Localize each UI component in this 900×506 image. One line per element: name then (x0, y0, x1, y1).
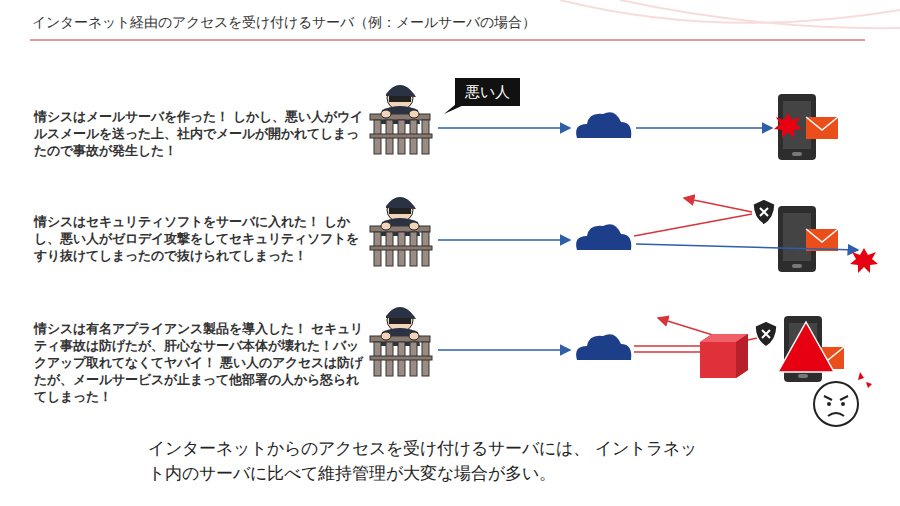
bubble-text: 悪い人 (465, 82, 510, 102)
description-text: 情シスはメールサーバを作った！ しかし、悪い人がウイルスメールを送った上、社内で… (34, 108, 364, 159)
description-text: 情シスはセキュリティソフトをサーバに入れた！ しかし、悪い人がゼロデイ攻撃をして… (34, 213, 364, 264)
caption: インターネットからのアクセスを受け付けるサーバには、 イントラネット内のサーバに… (148, 436, 708, 486)
title: インターネット経由のアクセスを受け付けるサーバ（例：メールサーバの場合） (32, 14, 536, 32)
speech-bubble: 悪い人 (455, 78, 520, 106)
description-text: 情シスは有名アプライアンス製品を導入した！ セキュリティ事故は防げたが、肝心なサ… (34, 320, 364, 405)
